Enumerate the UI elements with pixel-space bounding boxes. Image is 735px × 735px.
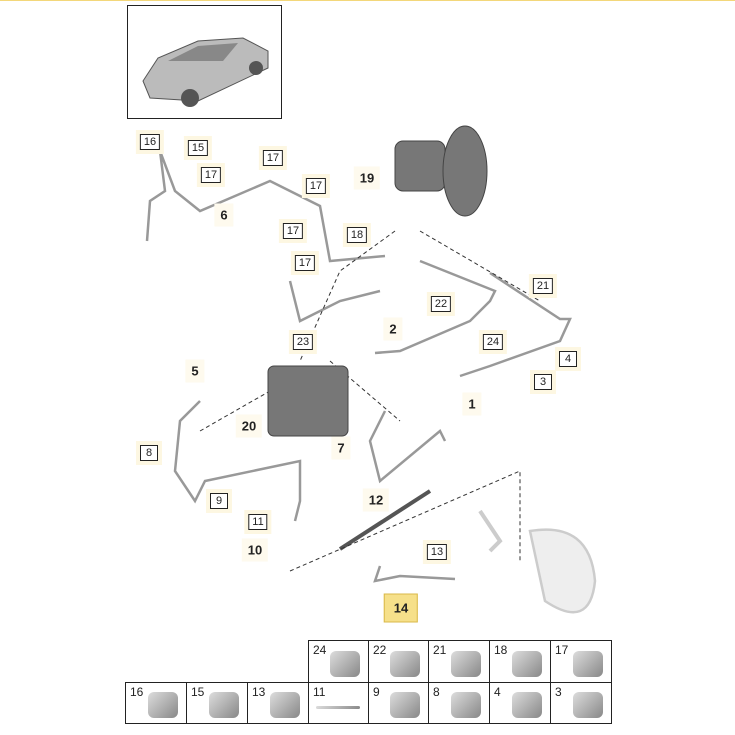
callout-17[interactable]: 17 (262, 150, 284, 166)
legend-number: 8 (433, 685, 440, 699)
part-thumbnail (270, 692, 300, 718)
callout-5[interactable]: 5 (185, 359, 205, 383)
part-thumbnail (512, 651, 542, 677)
legend-number: 16 (130, 685, 144, 699)
callout-2[interactable]: 2 (383, 317, 403, 341)
legend-part-21[interactable]: 21 (428, 640, 490, 683)
legend-number: 24 (313, 643, 327, 657)
legend-number: 3 (555, 685, 562, 699)
callout-12[interactable]: 12 (362, 488, 390, 512)
legend-part-16[interactable]: 16 (125, 682, 187, 724)
callout-10[interactable]: 10 (241, 538, 269, 562)
callout-18[interactable]: 18 (346, 227, 368, 243)
part-thumbnail (209, 692, 239, 718)
car-image (142, 37, 269, 107)
legend-part-13[interactable]: 13 (247, 682, 309, 724)
callout-17[interactable]: 17 (305, 178, 327, 194)
callout-8[interactable]: 8 (140, 445, 158, 461)
part-thumbnail (451, 651, 481, 677)
part-thumbnail (390, 651, 420, 677)
callout-17[interactable]: 17 (200, 167, 222, 183)
callout-15[interactable]: 15 (187, 140, 209, 156)
brake-lines-drawing (145, 125, 597, 614)
callout-9[interactable]: 9 (210, 493, 228, 509)
legend-part-3[interactable]: 3 (550, 682, 612, 724)
legend-number: 11 (313, 685, 326, 699)
callout-13[interactable]: 13 (426, 544, 448, 560)
callout-14-highlighted[interactable]: 14 (383, 593, 419, 623)
legend-number: 15 (191, 685, 205, 699)
vehicle-thumbnail (127, 5, 282, 119)
callout-11[interactable]: 11 (248, 514, 268, 530)
callout-21[interactable]: 21 (532, 278, 554, 294)
legend-part-18[interactable]: 18 (489, 640, 551, 683)
part-thumbnail (512, 692, 542, 718)
callout-6[interactable]: 6 (214, 203, 234, 227)
callout-22[interactable]: 22 (430, 296, 452, 312)
legend-part-17[interactable]: 17 (550, 640, 612, 683)
callout-17[interactable]: 17 (294, 255, 316, 271)
legend-number: 13 (252, 685, 266, 699)
legend-number: 22 (373, 643, 387, 657)
legend-number: 4 (494, 685, 501, 699)
callout-17[interactable]: 17 (282, 223, 304, 239)
part-thumbnail (573, 692, 603, 718)
part-thumbnail (390, 692, 420, 718)
legend-number: 17 (555, 643, 569, 657)
legend-part-8[interactable]: 8 (428, 682, 490, 724)
callout-20[interactable]: 20 (235, 414, 263, 438)
legend-number: 9 (373, 685, 380, 699)
legend-part-11[interactable]: 11 (308, 682, 369, 724)
legend-part-4[interactable]: 4 (489, 682, 551, 724)
legend-number: 21 (433, 643, 447, 657)
callout-24[interactable]: 24 (482, 334, 504, 350)
legend-part-9[interactable]: 9 (368, 682, 429, 724)
callout-23[interactable]: 23 (292, 334, 314, 350)
callout-16[interactable]: 16 (139, 134, 161, 150)
callout-3[interactable]: 3 (534, 374, 552, 390)
callout-1[interactable]: 1 (462, 392, 482, 416)
part-thumbnail (330, 651, 360, 677)
legend-part-15[interactable]: 15 (186, 682, 248, 724)
legend-number: 18 (494, 643, 508, 657)
part-thumbnail (573, 651, 603, 677)
part-thumbnail (148, 692, 178, 718)
part-thumbnail (451, 692, 481, 718)
callout-7[interactable]: 7 (331, 436, 351, 460)
part-thumbnail (316, 706, 360, 709)
legend-part-22[interactable]: 22 (368, 640, 429, 683)
callout-4[interactable]: 4 (559, 351, 577, 367)
legend-part-24[interactable]: 24 (308, 640, 369, 683)
callout-19[interactable]: 19 (353, 166, 381, 190)
